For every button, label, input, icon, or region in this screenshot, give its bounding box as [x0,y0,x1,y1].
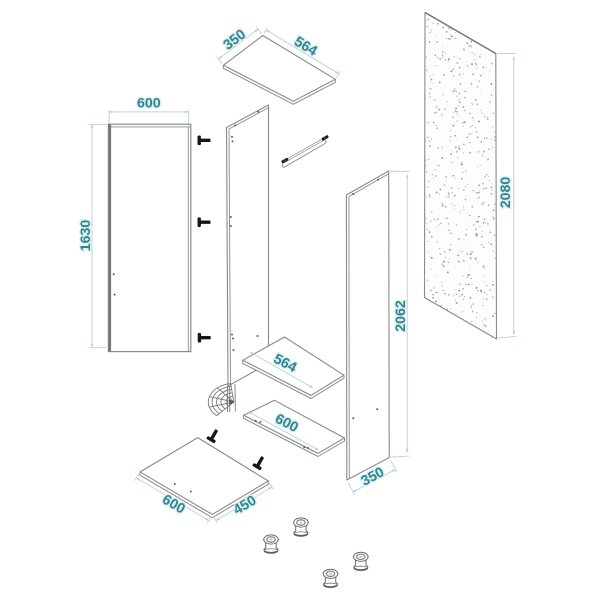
svg-text:600: 600 [137,96,161,112]
svg-text:2080: 2080 [498,177,514,209]
svg-text:1630: 1630 [78,220,94,252]
svg-text:2062: 2062 [393,300,409,332]
svg-text:600: 600 [137,96,161,112]
svg-text:1630: 1630 [78,220,94,252]
svg-text:2062: 2062 [393,300,409,332]
svg-text:2080: 2080 [498,177,514,209]
